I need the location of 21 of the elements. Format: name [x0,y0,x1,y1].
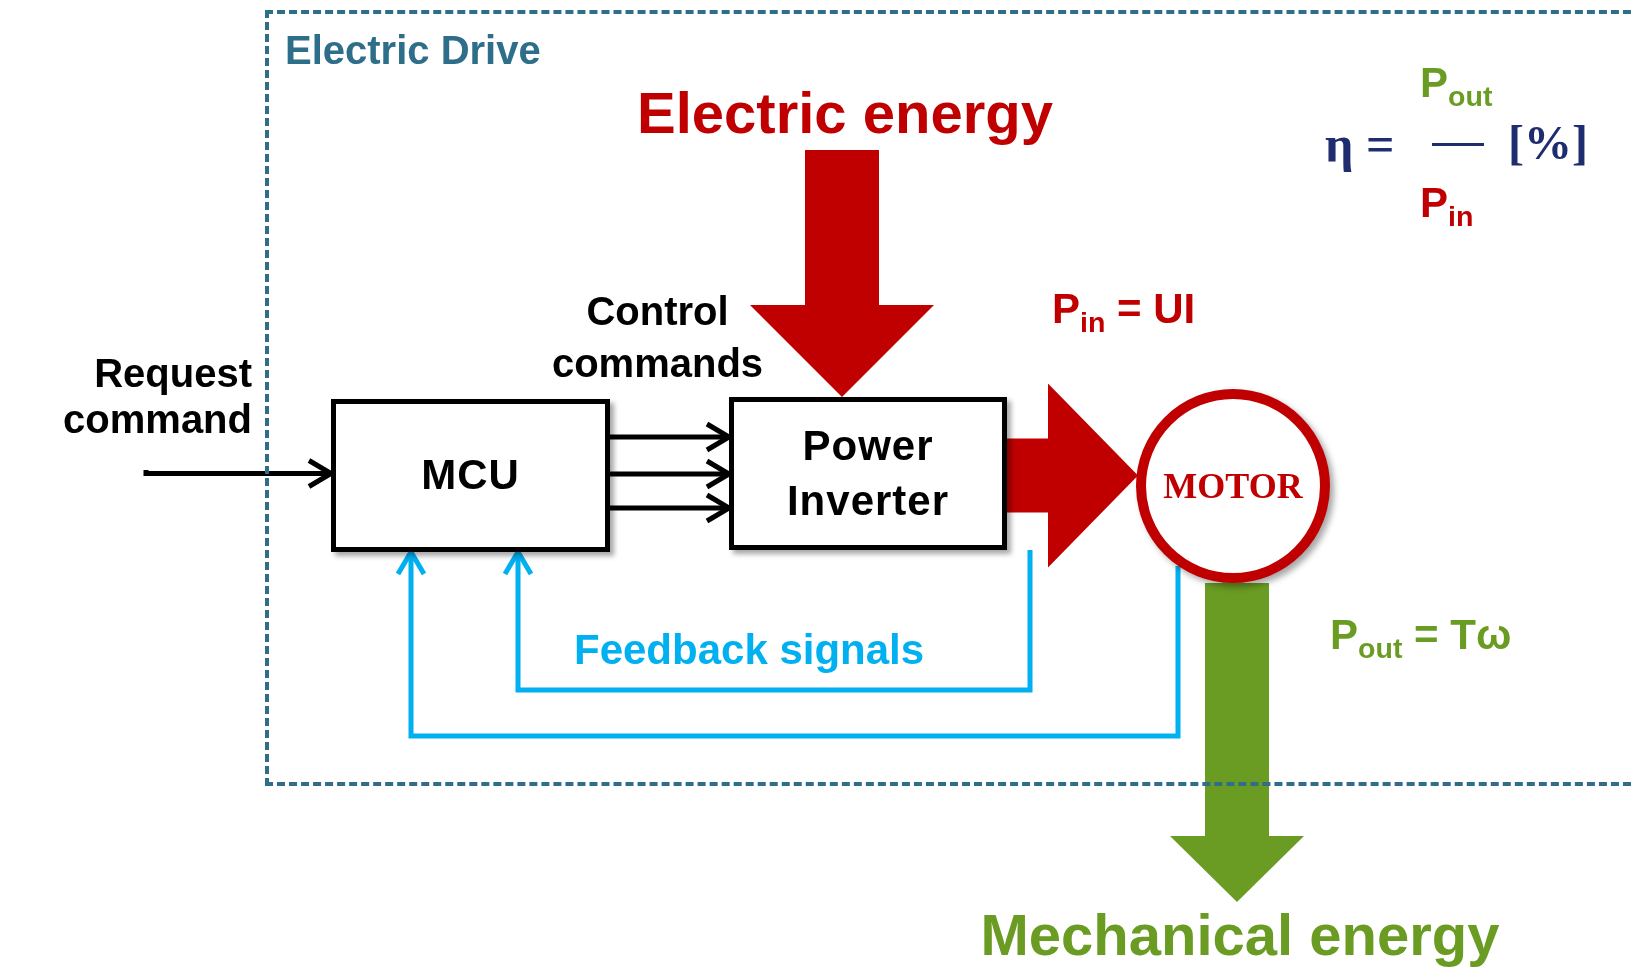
process-box [729,397,1007,550]
energy-label: Request command [8,350,252,470]
annotation-text: Control commands [550,288,765,387]
process-box [331,399,610,552]
dashed-boundary [265,10,1632,786]
formula-term: [%] [1508,115,1588,171]
energy-label: Mechanical energy [930,902,1550,970]
block-label: MCU [421,450,520,501]
formula-term: P$_{out}$ [1420,58,1493,114]
block-arrow [750,150,934,397]
energy-label: Electric energy [590,80,1100,146]
arrow [502,549,1033,693]
annotation-text: P$_{out}$ = Tω [1330,610,1512,666]
motor-label: MOTOR [1163,465,1303,507]
formula-term: P$_{in}$ [1420,178,1474,234]
annotation-text: P$_{in}$ = UI [1052,284,1196,340]
block-arrow [1007,383,1138,568]
formula-term: η = [1325,115,1395,174]
group-title: Electric Drive [285,28,541,73]
block-arrow [1170,583,1304,902]
block-label: Power Inverter [785,420,951,526]
